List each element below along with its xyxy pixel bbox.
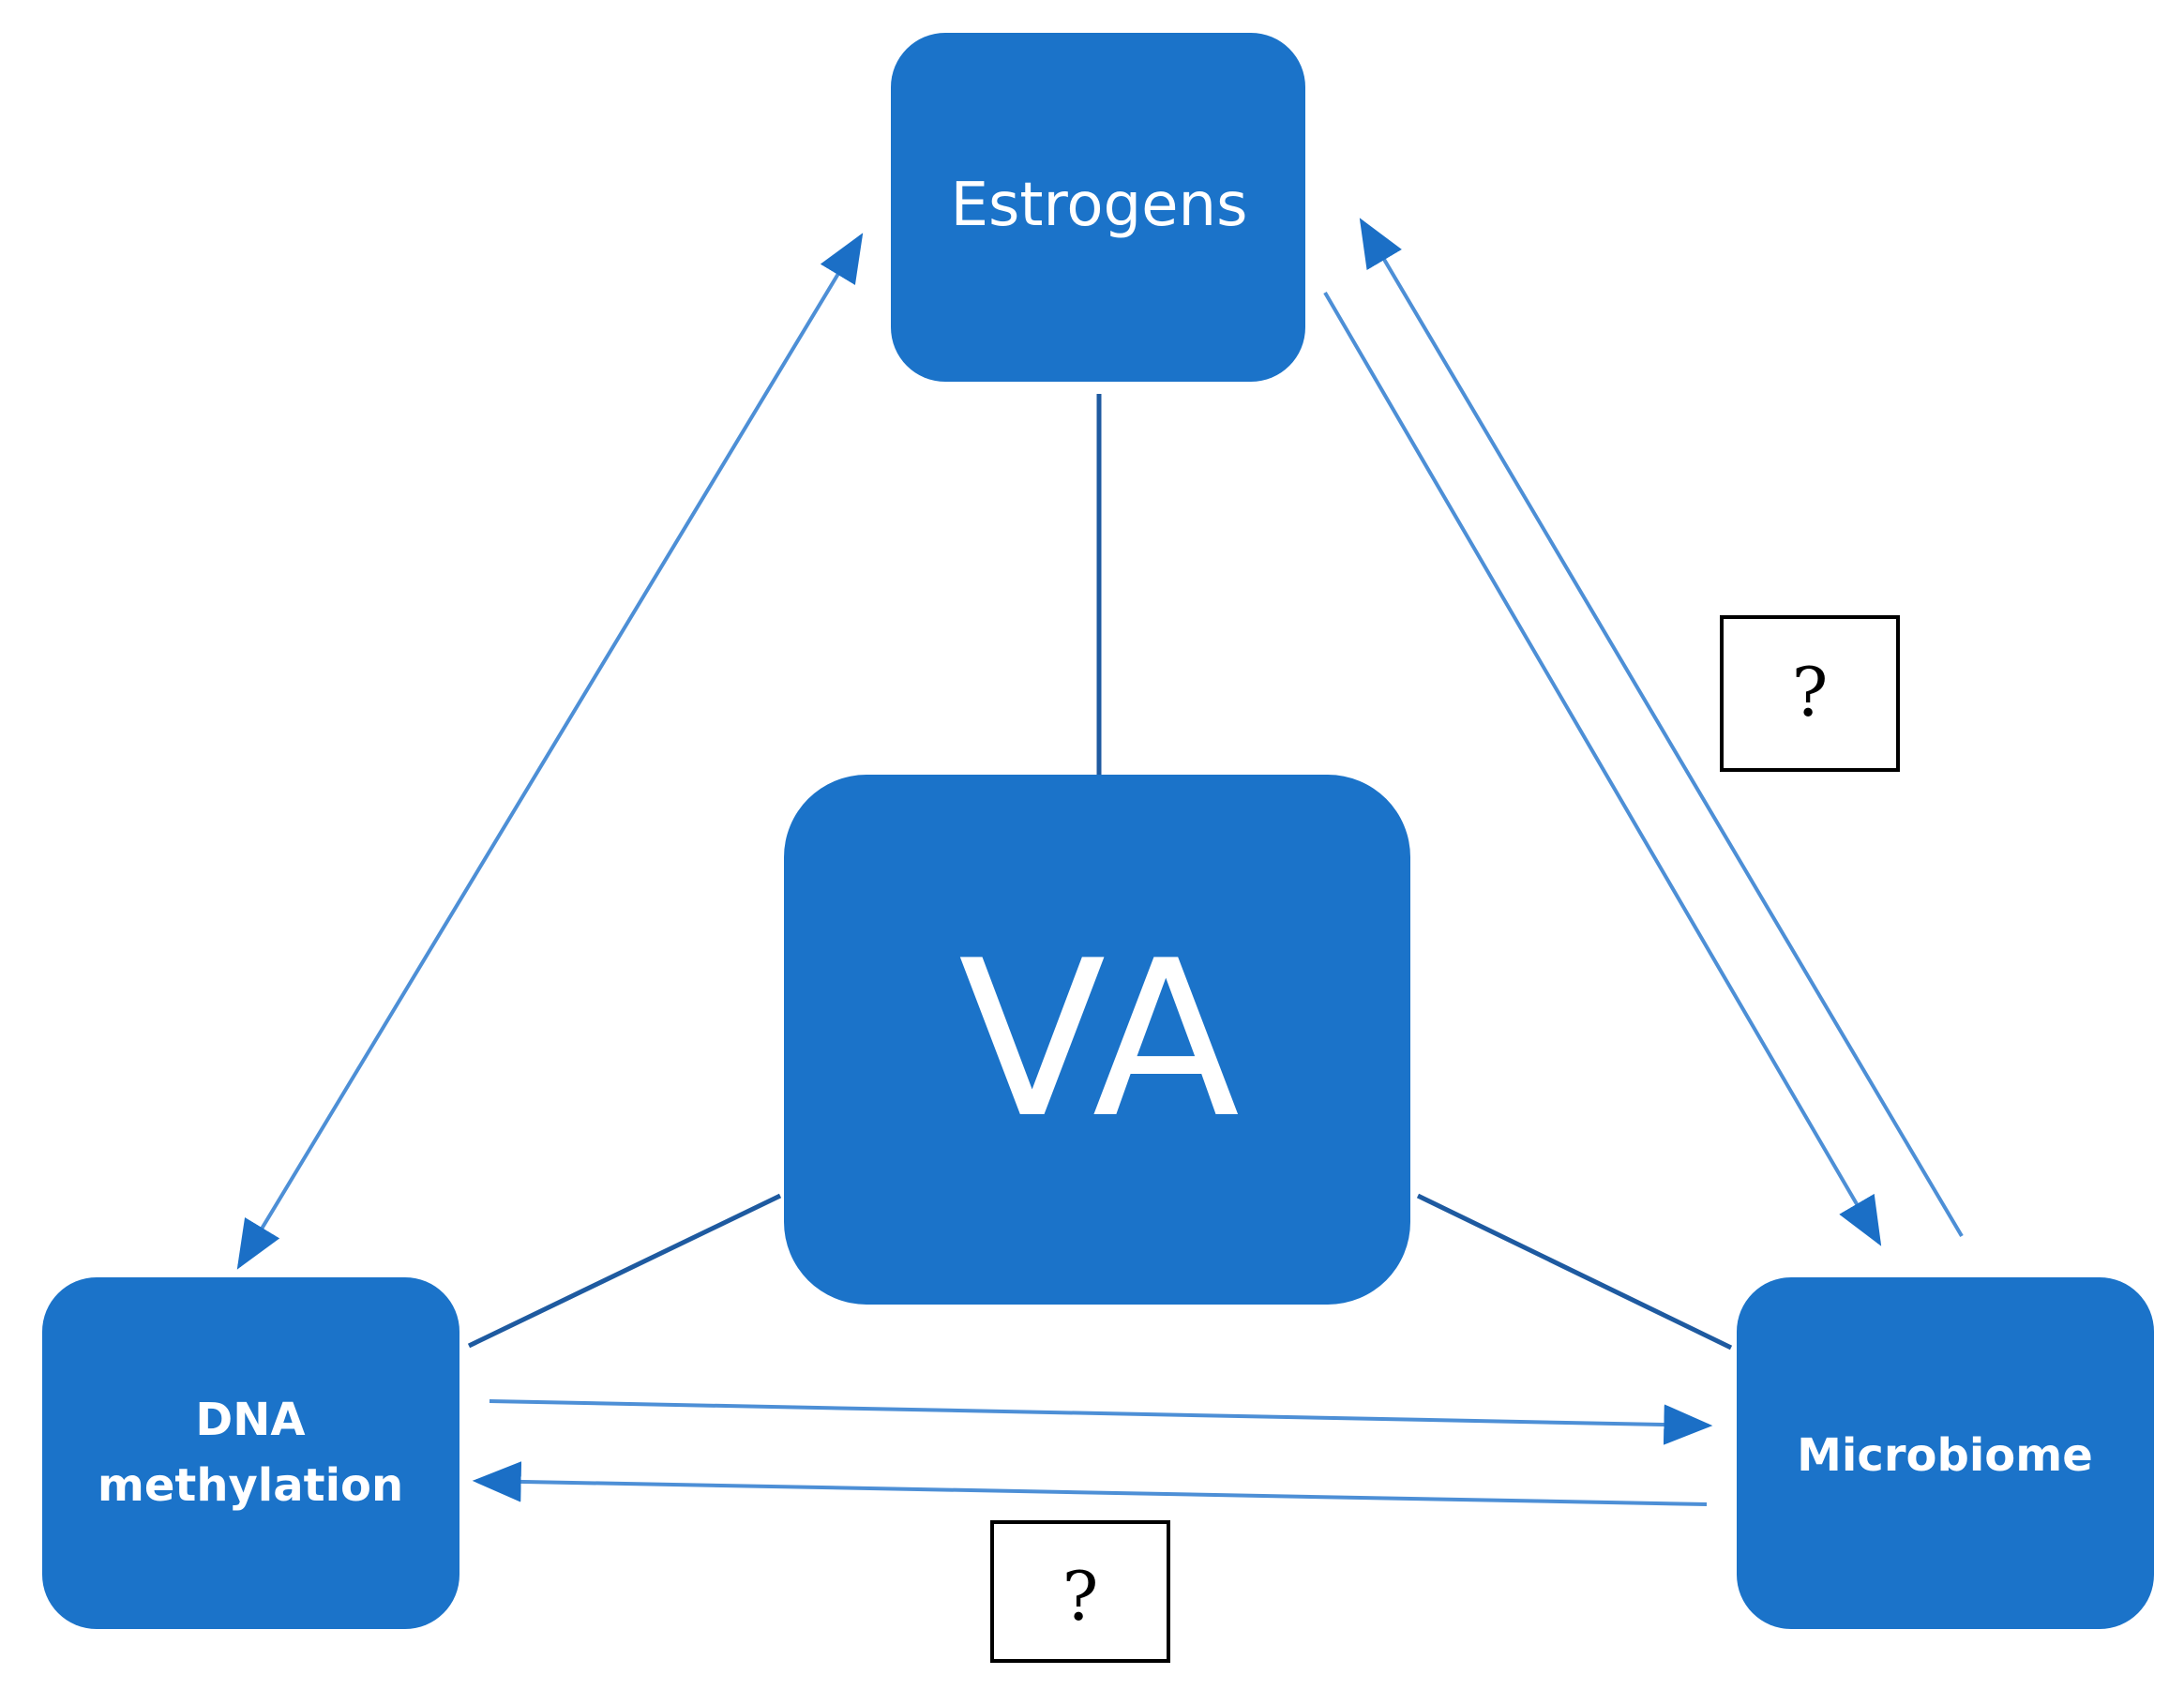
node-dna-methylation-label-line1: DNA: [195, 1394, 305, 1446]
connector-va-dna-methylation: [467, 1193, 782, 1349]
arrow-dna-methylation-estrogens: [236, 233, 864, 1270]
question-box-right: ?: [1720, 615, 1900, 772]
node-va: VA: [784, 775, 1410, 1305]
connector-va-microbiome: [1416, 1193, 1733, 1350]
question-mark-bottom: ?: [1062, 1557, 1099, 1636]
node-dna-methylation: DNA methylation: [42, 1277, 459, 1629]
node-va-label: VA: [958, 915, 1240, 1166]
node-dna-methylation-label-line2: methylation: [98, 1459, 403, 1512]
arrow-microbiome-estrogens: [1359, 218, 1964, 1238]
node-estrogens-label: Estrogens: [951, 171, 1248, 240]
arrow-estrogens-microbiome: [1323, 291, 1882, 1246]
question-mark-right: ?: [1792, 653, 1829, 732]
arrow-dna-methylation-microbiome: [489, 1399, 1713, 1445]
node-microbiome: Microbiome: [1737, 1277, 2154, 1629]
question-box-bottom: ?: [990, 1520, 1170, 1663]
node-estrogens: Estrogens: [891, 33, 1305, 382]
arrow-microbiome-dna-methylation: [472, 1461, 1708, 1506]
node-microbiome-label: Microbiome: [1797, 1429, 2093, 1482]
